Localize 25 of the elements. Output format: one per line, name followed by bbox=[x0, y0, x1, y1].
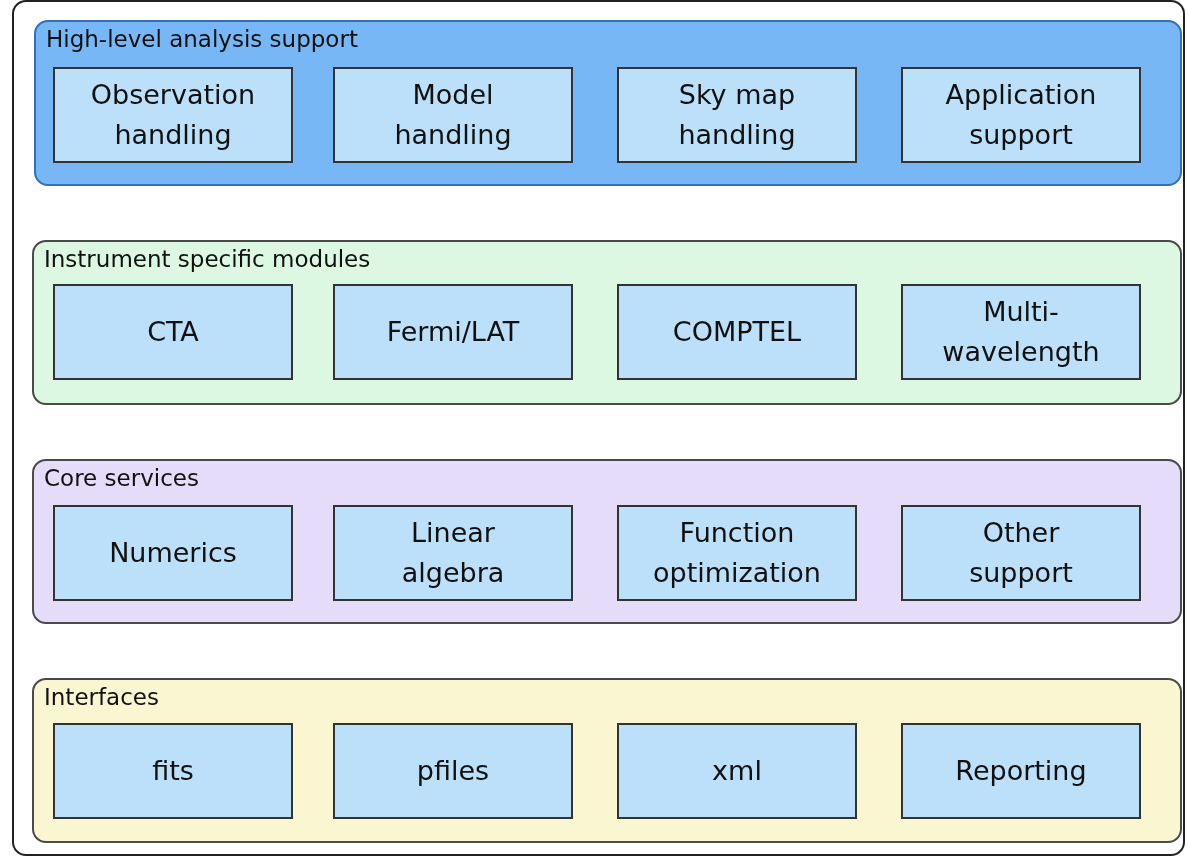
module-box: CTA bbox=[53, 284, 293, 380]
module-box: Fermi/LAT bbox=[333, 284, 573, 380]
module-box: Observation handling bbox=[53, 67, 293, 163]
module-box: Multi-wavelength bbox=[901, 284, 1141, 380]
module-box: Application support bbox=[901, 67, 1141, 163]
module-box: COMPTEL bbox=[617, 284, 857, 380]
module-box: Model handling bbox=[333, 67, 573, 163]
module-box: Linear algebra bbox=[333, 505, 573, 601]
module-box: xml bbox=[617, 723, 857, 819]
layer-title: Instrument specific modules bbox=[44, 246, 371, 272]
module-box: fits bbox=[53, 723, 293, 819]
layer-title: High-level analysis support bbox=[46, 26, 358, 52]
module-box: Function optimization bbox=[617, 505, 857, 601]
module-box: Reporting bbox=[901, 723, 1141, 819]
layer-panel bbox=[34, 20, 1182, 186]
layer-title: Interfaces bbox=[44, 684, 159, 710]
frame-box bbox=[12, 0, 1185, 856]
layer-panel bbox=[32, 240, 1182, 405]
module-box: Sky map handling bbox=[617, 67, 857, 163]
layer-panel bbox=[32, 459, 1182, 624]
module-box: pfiles bbox=[333, 723, 573, 819]
layer-panel bbox=[32, 678, 1182, 843]
module-box: Other support bbox=[901, 505, 1141, 601]
module-box: Numerics bbox=[53, 505, 293, 601]
layer-title: Core services bbox=[44, 465, 199, 491]
